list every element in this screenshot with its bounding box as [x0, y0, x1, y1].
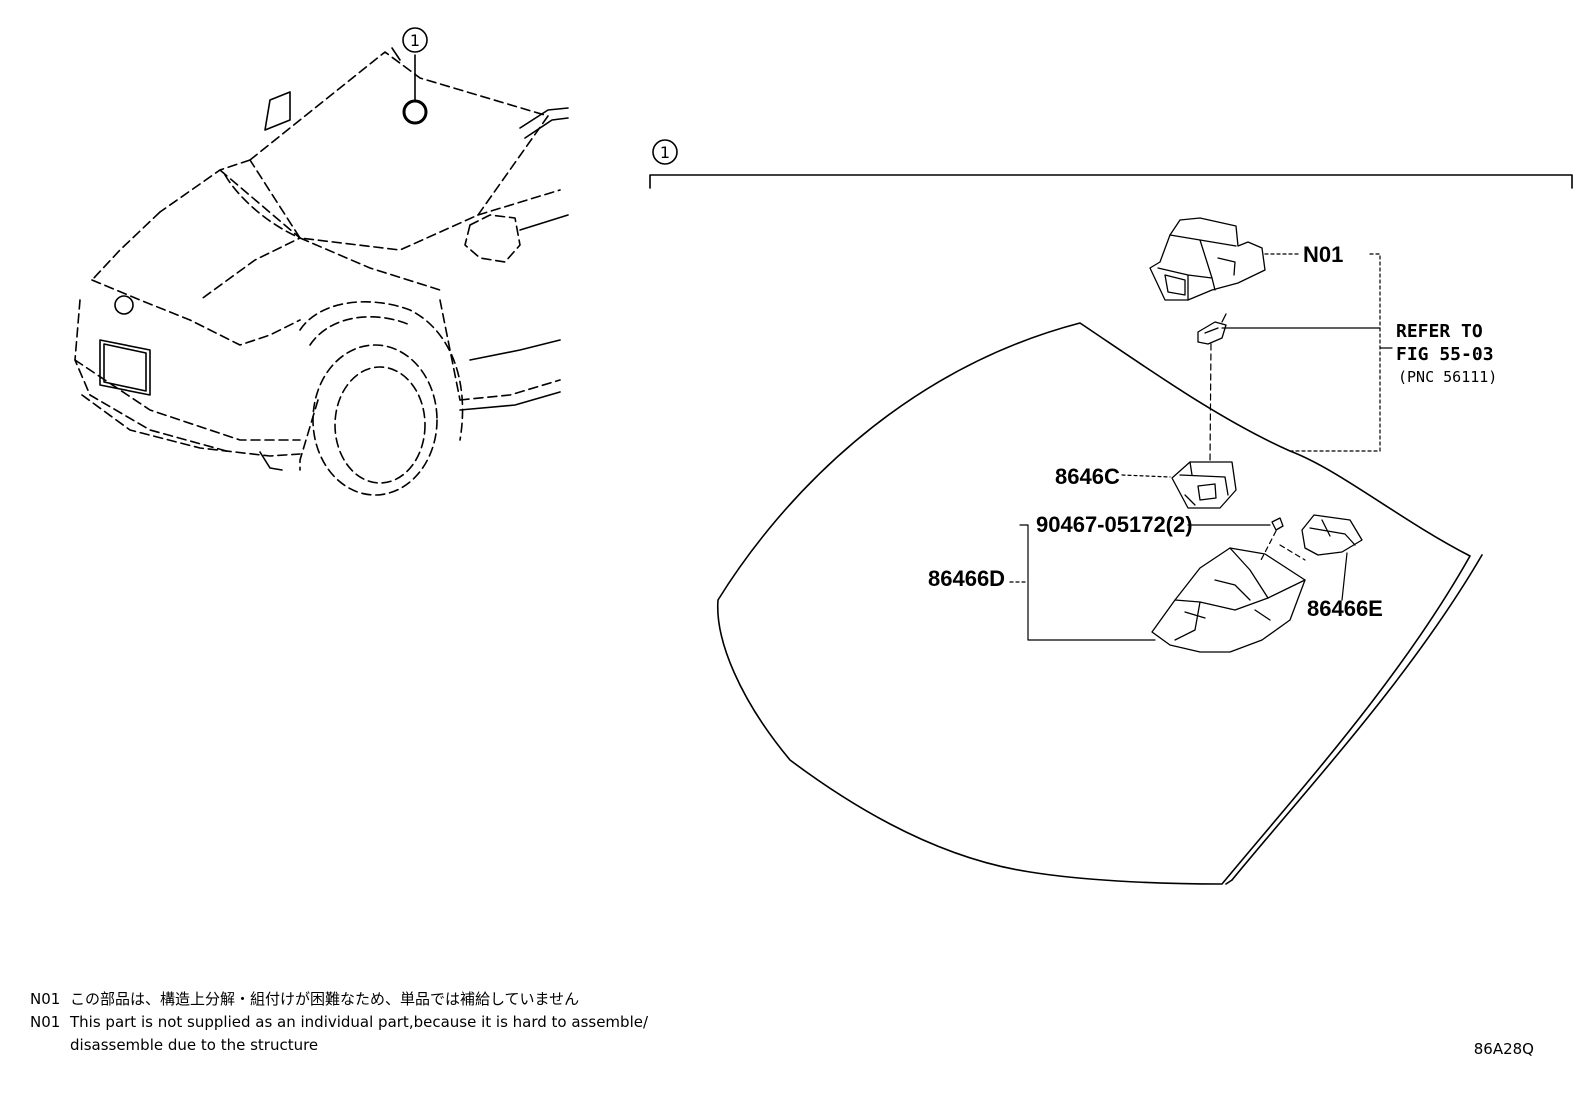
assembly-drop-line: [1209, 343, 1212, 463]
leader-86466e: [1341, 552, 1348, 601]
note-text-en-cont: disassemble due to the structure: [70, 1036, 319, 1054]
sensor-location-marker: [402, 54, 428, 125]
leader-86466d: [1019, 524, 1156, 641]
cover-link-line: [1279, 544, 1306, 561]
leader-8646c: [1121, 474, 1171, 478]
callout-1-vehicle: [402, 27, 428, 53]
label-8646c: 8646C: [1055, 464, 1120, 489]
part-n01-illustration: [1149, 217, 1266, 301]
note-text-en: This part is not supplied as an individu…: [70, 1013, 649, 1031]
sensor-connector-illustration: [1197, 313, 1227, 345]
label-fig: FIG 55-03: [1396, 344, 1494, 365]
illustration-code: 86A28Q: [1473, 1040, 1534, 1058]
callout-1-assembly: [652, 139, 678, 165]
assembly-bracket-line: [649, 174, 1573, 189]
label-n01: N01: [1303, 242, 1343, 267]
screw-drop-line: [1259, 530, 1277, 563]
note-row-2: N01 This part is not supplied as an indi…: [30, 1011, 750, 1033]
label-refer-to: REFER TO: [1396, 321, 1483, 342]
label-86466e: 86466E: [1307, 596, 1383, 621]
note-row-3: disassemble due to the structure: [30, 1034, 750, 1056]
vehicle-illustration: [74, 47, 569, 496]
label-90467: 90467-05172(2): [1036, 512, 1193, 537]
part-90467-illustration: [1271, 517, 1284, 531]
label-pnc: (PNC 56111): [1398, 368, 1497, 386]
label-86466d: 86466D: [928, 566, 1005, 591]
note-row-1: N01 この部品は、構造上分解・組付けが困難なため、単品では補給していません: [30, 988, 750, 1010]
part-8646c-illustration: [1171, 461, 1237, 509]
note-id: N01: [30, 1013, 61, 1031]
refer-bracket: [1289, 253, 1381, 452]
part-86466d-illustration: [1151, 547, 1306, 653]
callout-1-assembly-number: 1: [660, 143, 670, 162]
callout-1-vehicle-number: 1: [410, 31, 420, 50]
part-86466e-illustration: [1301, 514, 1363, 556]
note-text-ja: この部品は、構造上分解・組付けが困難なため、単品では補給していません: [70, 990, 580, 1008]
note-id: N01: [30, 990, 61, 1008]
windshield-glass: [716, 322, 1483, 885]
